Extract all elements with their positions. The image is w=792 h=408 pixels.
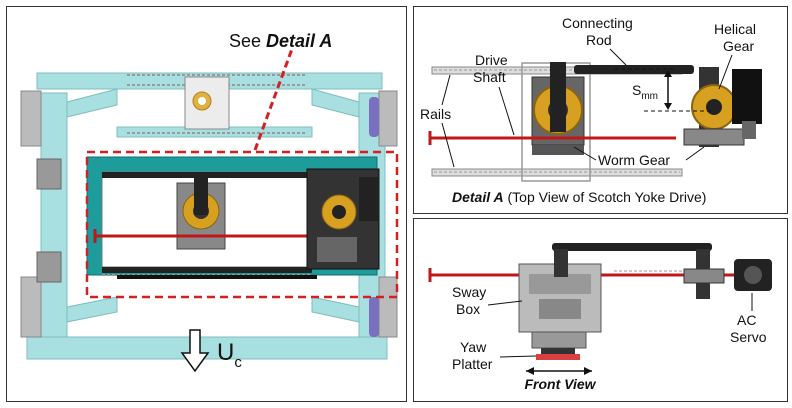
- flow-velocity-label: Uc: [217, 339, 242, 371]
- ac-servo-label-1: AC: [737, 312, 756, 328]
- detail-a-caption: Detail A (Top View of Scotch Yoke Drive): [452, 189, 706, 205]
- front-gear-cluster: [683, 249, 725, 299]
- detail-a-panel: Connecting Rod Helical Gear Drive Shaft …: [413, 6, 788, 214]
- overview-worm-drive: [176, 175, 226, 250]
- yaw-platter-label-1: Yaw: [460, 339, 487, 355]
- connecting-rod-label-2: Rod: [586, 32, 612, 48]
- connecting-rod-label-1: Connecting: [562, 15, 633, 31]
- upper-carriage: [184, 76, 230, 130]
- detail-a-leader: [253, 48, 294, 151]
- front-view-caption: Front View: [524, 376, 596, 392]
- worm-gear-label: Worm Gear: [598, 152, 670, 168]
- drive-shaft-label-2: Shaft: [473, 69, 506, 85]
- ac-servo-label-2: Servo: [730, 329, 767, 345]
- front-view-drawing: Sway Box Yaw Platter AC Servo Front View: [428, 243, 772, 392]
- side-wheels: [20, 90, 398, 338]
- sway-box: [518, 249, 602, 349]
- front-connecting-rod: [552, 243, 712, 251]
- worm-gear-carriage: [531, 62, 585, 155]
- detail-a-drawing: Connecting Rod Helical Gear Drive Shaft …: [420, 15, 762, 205]
- flow-arrow-icon: [180, 329, 210, 373]
- overview-drawing: See Detail A Uc: [20, 31, 399, 373]
- front-view-panel: Sway Box Yaw Platter AC Servo Front View: [413, 218, 788, 402]
- yaw-platter-label-2: Platter: [452, 356, 493, 372]
- helical-gear-label-2: Gear: [723, 38, 754, 54]
- helical-gear-label-1: Helical: [714, 21, 756, 37]
- callout-label: See Detail A: [229, 31, 332, 51]
- connecting-rod: [574, 65, 694, 74]
- ac-servo: [734, 259, 772, 291]
- detail-a-callout-box: [85, 150, 399, 299]
- overview-panel: See Detail A Uc: [6, 6, 407, 402]
- sway-box-label-2: Box: [456, 301, 480, 317]
- helical-gear-assembly: [683, 67, 762, 147]
- yaw-platter: [536, 348, 580, 360]
- stroke-label: Smm: [632, 82, 658, 102]
- overview-servo-block: [306, 168, 380, 270]
- drive-shaft-label-1: Drive: [475, 52, 508, 68]
- sway-box-label-1: Sway: [452, 284, 486, 300]
- rails-label: Rails: [420, 106, 451, 122]
